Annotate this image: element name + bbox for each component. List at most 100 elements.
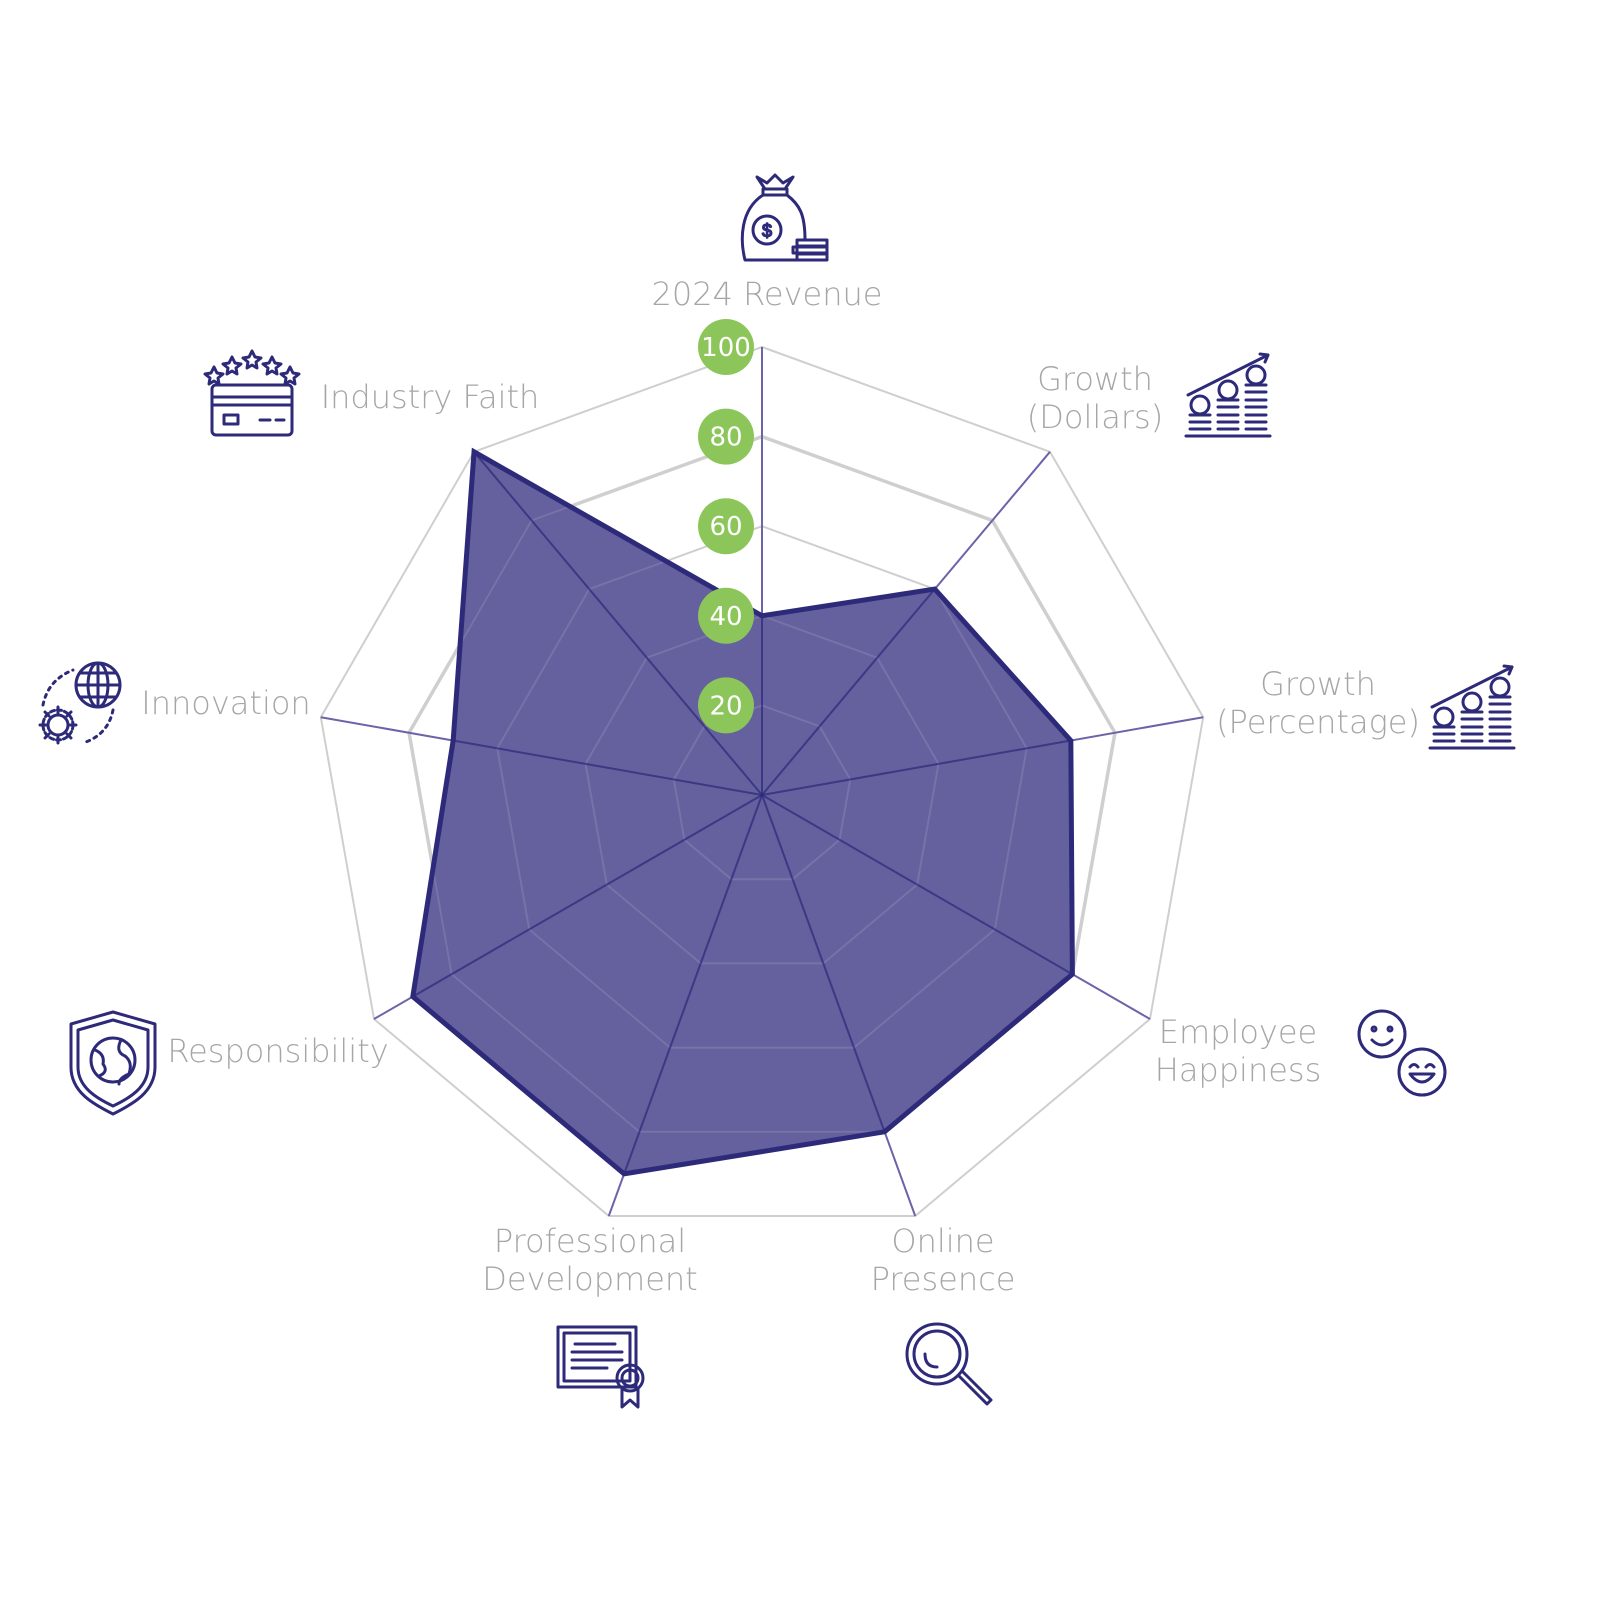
globe-gear-icon-part <box>46 713 70 737</box>
axis-line-inner <box>761 588 936 796</box>
smiley-faces-icon-part <box>1397 1047 1447 1097</box>
rated-card-icon-part <box>210 395 294 407</box>
axis-label: Responsibility <box>167 1032 388 1070</box>
axis-label: Growth(Dollars) <box>1027 360 1163 436</box>
coin-growth-icon-part <box>1186 352 1270 397</box>
certificate-icon <box>556 1325 645 1409</box>
coin-growth-icon-part <box>1433 706 1455 728</box>
axis-label-line: Presence <box>871 1260 1016 1298</box>
axis-line-inner <box>761 739 1072 796</box>
globe-gear-icon-part <box>41 668 115 745</box>
money-bag-icon-part <box>751 214 783 246</box>
tick-badge-80 <box>698 408 754 465</box>
magnifier-icon-part <box>912 1329 962 1379</box>
certificate-icon-part <box>615 1363 645 1393</box>
money-bag-icon-part <box>785 193 807 242</box>
magnifier-icon <box>905 1322 993 1406</box>
tick-label-100: 100 <box>701 333 751 363</box>
magnifier-icon-part <box>957 1370 993 1406</box>
axis-label-line: Professional <box>494 1222 686 1260</box>
certificate-icon-part <box>620 1368 640 1388</box>
coin-growth-icon-part <box>1217 379 1239 401</box>
money-bag-icon-part: $ <box>762 221 772 241</box>
axis-label-line: Development <box>482 1260 697 1298</box>
shield-globe-icon-part <box>89 1036 137 1084</box>
smiley-faces-icon <box>1357 1009 1447 1097</box>
axis-label: Innovation <box>141 684 310 722</box>
globe-gear-icon-part <box>74 661 122 709</box>
magnifier-icon-part <box>905 1322 969 1386</box>
axis-line-inner <box>473 451 763 796</box>
smiley-faces-icon-part <box>1370 1025 1378 1033</box>
axis-label-line: Employee <box>1159 1013 1317 1051</box>
rated-card-icon-part <box>222 413 240 426</box>
globe-gear-icon <box>38 661 122 745</box>
grid-ring-inner <box>672 704 852 881</box>
tick-label-80: 80 <box>709 423 742 453</box>
axis-line-inner <box>761 794 1073 976</box>
money-bag-icon-part <box>740 193 799 262</box>
tick-badge-20 <box>698 677 754 734</box>
money-bag-icon-part <box>795 252 829 262</box>
coin-growth-icon <box>1184 352 1272 438</box>
axis-label-line: Responsibility <box>167 1032 388 1070</box>
coin-growth-icon-part <box>1489 676 1511 698</box>
coin-growth-icon-part <box>1245 364 1267 386</box>
coin-growth-icon-part <box>1461 691 1483 713</box>
coin-growth-icon-part <box>1430 664 1514 709</box>
certificate-icon-part <box>620 1387 640 1409</box>
grid-ring-inner <box>584 614 940 965</box>
money-bag-icon-part <box>761 187 789 197</box>
tick-label-60: 60 <box>709 512 742 542</box>
rated-card-icon-part <box>210 383 294 437</box>
axis-label-line: Happiness <box>1155 1051 1322 1089</box>
coin-growth-icon-part <box>1189 394 1211 416</box>
smiley-faces-icon-part <box>1357 1009 1407 1059</box>
axis-label-line: Industry Faith <box>321 378 540 416</box>
smiley-faces-icon-part <box>1370 1038 1394 1047</box>
axis-label-line: Growth <box>1037 360 1153 398</box>
coin-growth-icon-part <box>1184 383 1272 438</box>
rated-card-icon <box>203 349 301 437</box>
axis-label: Growth(Percentage) <box>1216 665 1420 741</box>
coin-growth-icon-part <box>1428 695 1516 750</box>
shield-globe-icon <box>69 1010 157 1116</box>
certificate-icon-part <box>556 1325 638 1389</box>
axis-line-inner <box>452 739 763 796</box>
money-bag-icon-part <box>755 173 795 191</box>
axis-label: 2024 Revenue <box>652 275 883 313</box>
grid-ring-100 <box>319 345 1205 1217</box>
money-bag-icon-part <box>795 238 829 248</box>
axis-line-inner <box>761 794 886 1133</box>
certificate-icon-part <box>562 1331 632 1383</box>
axis-label-line: (Dollars) <box>1027 398 1163 436</box>
tick-badge-60 <box>698 498 754 555</box>
rated-card-icon-part <box>203 349 301 386</box>
axis-line-inner <box>412 794 763 998</box>
shield-globe-icon-part <box>69 1010 157 1116</box>
shield-globe-icon-part <box>76 1018 150 1108</box>
certificate-icon-part <box>570 1342 624 1370</box>
magnifier-icon-part <box>923 1352 939 1369</box>
coin-growth-icon <box>1428 664 1516 750</box>
tick-badge-40 <box>698 587 754 644</box>
axis-label-line: Growth <box>1260 665 1376 703</box>
smiley-faces-icon-part <box>1408 1063 1436 1084</box>
axis-label-line: Online <box>891 1222 994 1260</box>
shield-globe-icon-part <box>93 1038 132 1086</box>
globe-gear-icon-part <box>41 708 75 742</box>
tick-label-20: 20 <box>709 691 742 721</box>
globe-gear-icon-part <box>38 705 78 745</box>
axis-label-line: Innovation <box>141 684 310 722</box>
grid-ring-inner <box>496 525 1028 1049</box>
axis-line-inner <box>623 794 763 1175</box>
tick-badge-100 <box>698 319 754 375</box>
axis-label-line: 2024 Revenue <box>652 275 883 313</box>
data-outline <box>410 447 1075 1177</box>
tick-label-40: 40 <box>709 602 742 632</box>
axis-label-line: (Percentage) <box>1216 703 1420 741</box>
